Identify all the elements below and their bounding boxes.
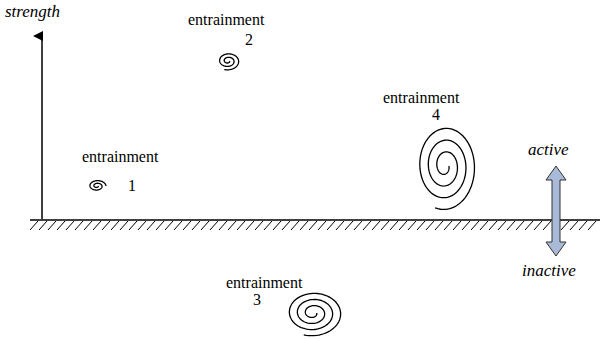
- hatch-stroke: [363, 221, 371, 230]
- hatch-stroke: [138, 221, 146, 230]
- hatch-stroke: [291, 221, 299, 230]
- entrainment-number: 1: [128, 177, 136, 195]
- entrainment-label: entrainment: [82, 148, 158, 166]
- hatch-stroke: [273, 221, 281, 230]
- hatch-stroke: [561, 221, 569, 230]
- hatch-stroke: [381, 221, 389, 230]
- hatch-stroke: [417, 221, 425, 230]
- entrainment-label: entrainment: [383, 89, 459, 107]
- hatch-stroke: [462, 221, 470, 230]
- state-label: inactive: [522, 262, 576, 280]
- entrainment-spiral: [420, 128, 475, 209]
- hatch-stroke: [120, 221, 128, 230]
- hatch-stroke: [453, 221, 461, 230]
- hatch-stroke: [372, 221, 380, 230]
- hatch-stroke: [354, 221, 362, 230]
- hatch-stroke: [471, 221, 479, 230]
- entrainment-number: 4: [432, 106, 440, 124]
- hatch-stroke: [264, 221, 272, 230]
- hatch-stroke: [93, 221, 101, 230]
- hatch-stroke: [66, 221, 74, 230]
- hatch-stroke: [588, 221, 596, 230]
- hatch-stroke: [282, 221, 290, 230]
- entrainment-number: 3: [253, 291, 261, 309]
- hatch-stroke: [480, 221, 488, 230]
- hatch-stroke: [102, 221, 110, 230]
- hatch-stroke: [489, 221, 497, 230]
- hatch-stroke: [201, 221, 209, 230]
- hatch-stroke: [30, 221, 38, 230]
- hatch-stroke: [129, 221, 137, 230]
- hatch-stroke: [408, 221, 416, 230]
- hatch-stroke: [84, 221, 92, 230]
- hatch-stroke: [534, 221, 542, 230]
- hatch-stroke: [183, 221, 191, 230]
- hatch-stroke: [300, 221, 308, 230]
- entrainment-spiral: [90, 181, 106, 190]
- hatch-stroke: [570, 221, 578, 230]
- hatch-stroke: [174, 221, 182, 230]
- entrainment-label: entrainment: [188, 11, 264, 29]
- entrainment-spiral: [289, 293, 340, 335]
- hatch-stroke: [48, 221, 56, 230]
- hatch-stroke: [390, 221, 398, 230]
- hatch-stroke: [309, 221, 317, 230]
- hatch-stroke: [219, 221, 227, 230]
- hatch-stroke: [336, 221, 344, 230]
- hatch-stroke: [165, 221, 173, 230]
- hatch-stroke: [507, 221, 515, 230]
- hatch-stroke: [318, 221, 326, 230]
- hatch-stroke: [516, 221, 524, 230]
- double-arrow: [546, 166, 566, 256]
- strength-axis: [41, 36, 43, 219]
- hatch-stroke: [579, 221, 587, 230]
- hatch-stroke: [444, 221, 452, 230]
- entrainment-label: entrainment: [226, 274, 302, 292]
- hatch-stroke: [543, 221, 551, 230]
- hatch-stroke: [399, 221, 407, 230]
- hatch-stroke: [246, 221, 254, 230]
- hatch-stroke: [228, 221, 236, 230]
- entrainment-spiral: [220, 54, 239, 70]
- hatch-stroke: [345, 221, 353, 230]
- hatch-stroke: [111, 221, 119, 230]
- hatch-stroke: [255, 221, 263, 230]
- axis-label: strength: [5, 3, 60, 21]
- hatch-stroke: [435, 221, 443, 230]
- ground-line: [30, 219, 600, 221]
- hatch-stroke: [75, 221, 83, 230]
- hatch-stroke: [525, 221, 533, 230]
- entrainment-number: 2: [245, 31, 253, 49]
- hatch-stroke: [237, 221, 245, 230]
- hatch-stroke: [147, 221, 155, 230]
- hatch-stroke: [57, 221, 65, 230]
- hatch-stroke: [426, 221, 434, 230]
- hatch-stroke: [192, 221, 200, 230]
- hatch-stroke: [327, 221, 335, 230]
- hatch-stroke: [39, 221, 47, 230]
- spirals: [90, 54, 475, 336]
- hatch-stroke: [210, 221, 218, 230]
- hatch-stroke: [156, 221, 164, 230]
- state-label: active: [528, 141, 569, 159]
- ground-hatching: [30, 221, 596, 230]
- hatch-stroke: [498, 221, 506, 230]
